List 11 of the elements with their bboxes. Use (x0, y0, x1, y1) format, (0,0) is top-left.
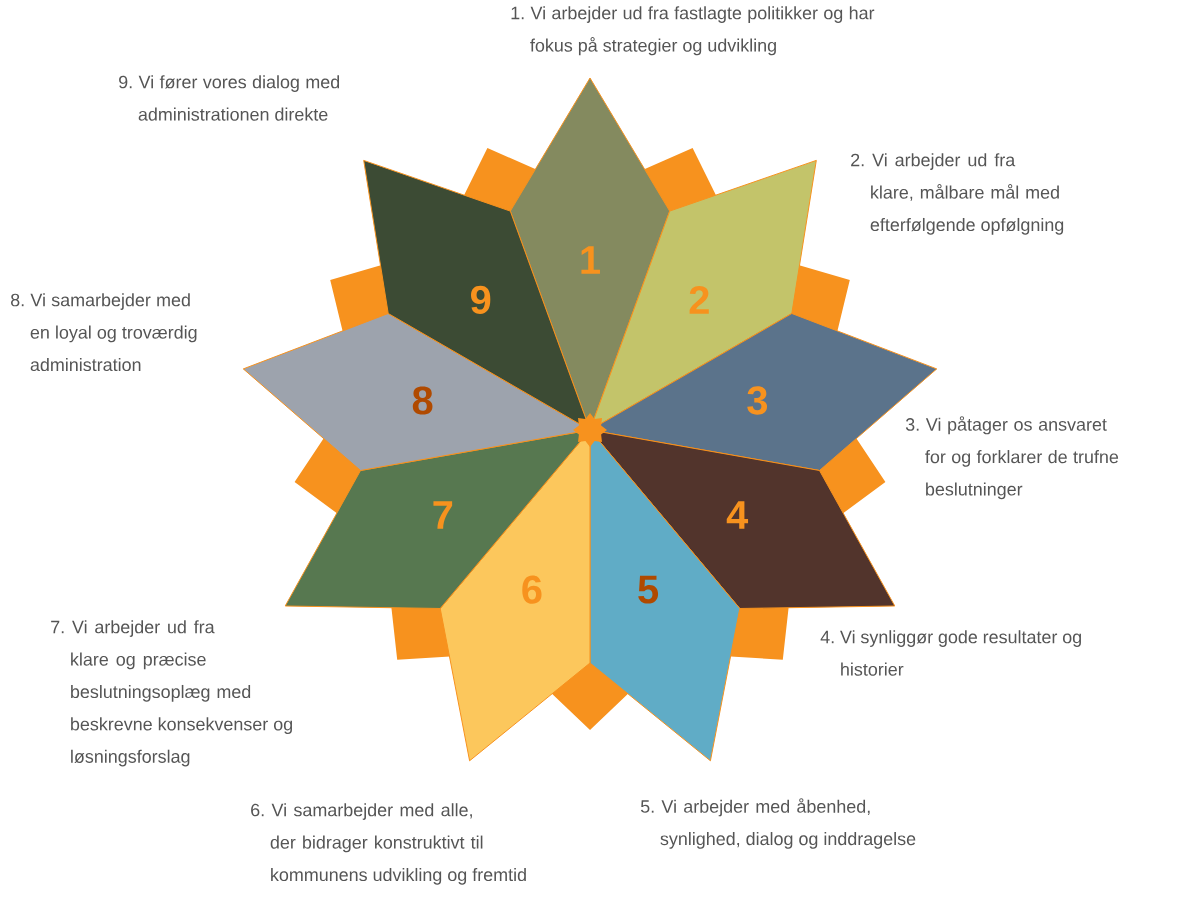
node-label: 1. Vi arbejder ud fra fastlagte politikker og har fokus på strategier og udvikling (511, 6, 875, 56)
node-label: 4. Vi synliggør gode resultater og historier (820, 630, 1081, 676)
node-label: 2. Vi arbejder ud fra klare, målbare mål med efterfølgende opfølgning (851, 153, 1064, 235)
node-label: 5. Vi arbejder med åbenhed, synlighed, dialog og inddragelse (640, 798, 916, 849)
node-label: 9. Vi fører vores dialog med administrationen direkte (119, 75, 340, 121)
node-label: 3. Vi påtager os ansvaret for og forklarer de trufne beslutninger (905, 416, 1119, 500)
node-label: 8. Vi samarbejder med en loyal og troværdig administration (11, 293, 197, 372)
petal: 1 (509, 77, 671, 431)
node-label: 7. Vi arbejder ud fra klare og præcise beslutningsoplæg med beskrevne konsekvenser og løsningsforslag (51, 620, 292, 767)
node-label: 6. Vi samarbejder med alle, der bidrager konstruktivt til kommunens udvikling og fremtid (251, 803, 526, 885)
petal: 8 (242, 313, 591, 471)
